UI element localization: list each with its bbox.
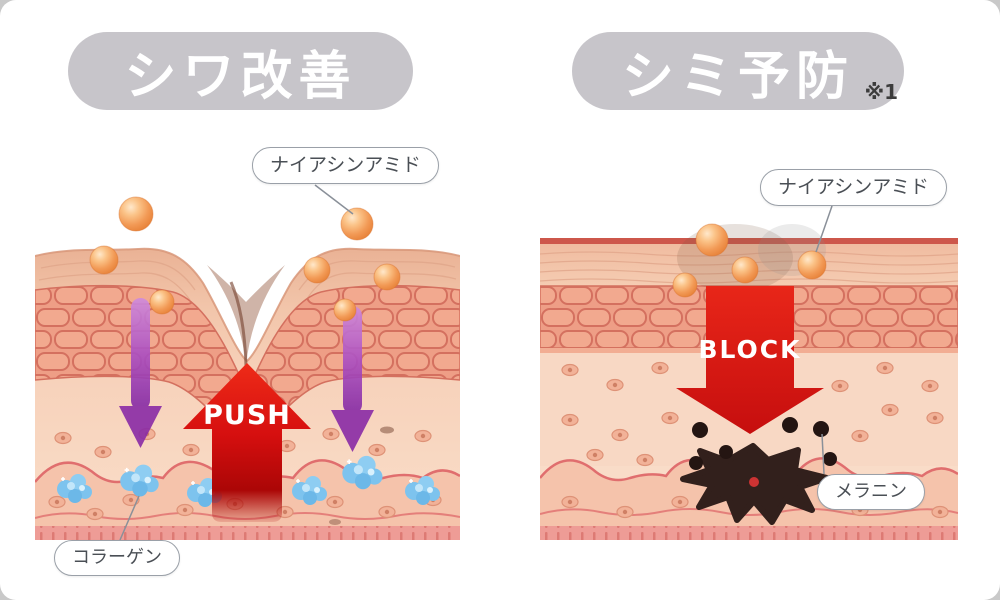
niacinamide-label-text: ナイアシンアミド bbox=[778, 176, 929, 198]
label-connector-line bbox=[314, 184, 354, 215]
melanin-blob bbox=[680, 443, 830, 525]
title-text: シワ改善 bbox=[124, 46, 357, 107]
push-arrow-label: PUSH bbox=[203, 400, 291, 431]
niacinamide-label: ナイアシンアミド bbox=[760, 169, 947, 206]
wrinkle-improvement-illustration: PUSH bbox=[35, 184, 460, 541]
dermis-cells bbox=[48, 426, 442, 525]
niacinamide-label: ナイアシンアミド bbox=[252, 147, 439, 184]
muscle-strip bbox=[35, 526, 460, 540]
collagen-label: コラーゲン bbox=[54, 540, 180, 576]
title-text: シミ予防 bbox=[621, 46, 854, 107]
label-connector-line bbox=[815, 205, 833, 253]
purple-absorption-arrows bbox=[119, 298, 374, 452]
melanin-label: メラニン bbox=[817, 474, 925, 510]
title-spot-prevention: シミ予防 ※1 bbox=[572, 32, 904, 110]
title-wrinkle-improvement: シワ改善 bbox=[68, 32, 413, 110]
niacinamide-spheres bbox=[89, 196, 401, 322]
collagen-label-text: コラーゲン bbox=[72, 547, 162, 568]
muscle-strip bbox=[540, 526, 958, 540]
wrinkle-crevice bbox=[207, 265, 285, 365]
block-arrow: BLOCK bbox=[676, 286, 824, 434]
melanin-dots bbox=[689, 417, 837, 470]
push-arrow: PUSH bbox=[183, 363, 311, 522]
label-connector-line bbox=[821, 433, 825, 475]
block-arrow-label: BLOCK bbox=[698, 335, 801, 364]
footnote-marker: ※1 bbox=[864, 80, 898, 104]
label-connector-line bbox=[119, 495, 140, 541]
melanin-label-text: メラニン bbox=[835, 481, 907, 502]
niacinamide-label-text: ナイアシンアミド bbox=[270, 154, 421, 176]
niacinamide-spheres bbox=[672, 223, 827, 298]
